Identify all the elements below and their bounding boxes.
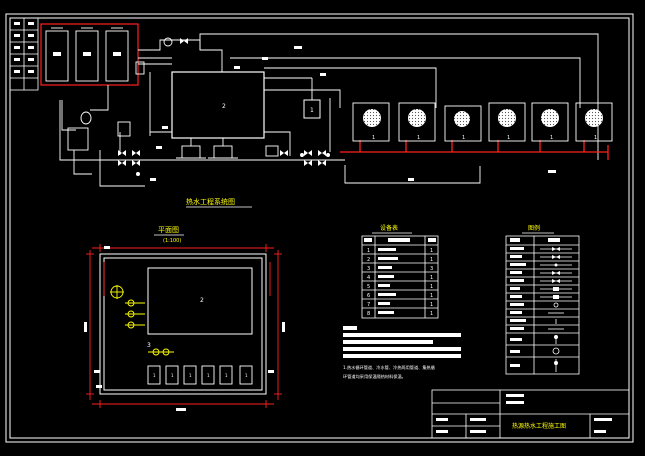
project-title: 热源热水工程施工图 [512,422,566,430]
equipment-row-number: 6 [367,293,370,299]
equipment-row-quantity: 1 [430,302,433,308]
revision-strip [9,17,39,91]
plan-unit-label-5: 1 [225,373,228,378]
collector-label-4: 1 [507,135,510,141]
collector-label-6: 1 [594,135,597,141]
collector-label-1: 1 [372,135,375,141]
plan-units [147,365,253,385]
floor-plan: 平面图 (1:100) 2 1 1 1 1 1 1 3 [84,226,285,411]
plan-scale: (1:100) [163,238,181,244]
equipment-row-quantity: 1 [430,275,433,281]
plan-unit-label-1: 1 [153,373,156,378]
equipment-row-quantity: 1 [430,284,433,290]
equipment-row-number: 8 [367,311,370,317]
collector-label-3: 1 [462,135,465,141]
hot-water-pipe [340,140,609,160]
legend-table: 图例 [505,224,580,375]
drawing-border [5,13,634,443]
equipment-row-quantity: 1 [430,293,433,299]
solar-collectors: 1 1 1 1 1 1 [352,102,613,142]
equipment-table-title: 设备表 [380,224,398,232]
legend-title: 图例 [528,224,540,232]
main-tank-label: 2 [222,103,226,110]
plan-unit-label-4: 1 [207,373,210,378]
plan-unit-label-6: 1 [245,373,248,378]
equipment-row-number: 4 [367,275,370,281]
heater-cabinet [40,23,139,86]
plan-valve-label: 3 [147,342,151,349]
equipment-row-number: 3 [367,266,370,272]
equipment-row-number: 7 [367,302,370,308]
equipment-row-number: 2 [367,257,370,263]
equipment-row-quantity: 1 [430,257,433,263]
plan-markers [84,246,285,411]
pipe-markers [150,46,556,181]
collector-label-5: 1 [550,135,553,141]
equipment-row-quantity: 3 [430,266,433,272]
notes-block: 1.热水循环管道、冷水管、冷热两用管道、集热循 环管道均采用保温隔热材料保温。 [343,326,461,380]
schematic-title: 热水工程系统图 [186,197,235,206]
equipment-row-quantity: 1 [430,248,433,254]
plan-title: 平面图 [158,226,179,234]
equipment-table: 设备表 1 1 2 1 3 3 4 1 5 1 6 1 7 [361,224,439,319]
equipment-row-quantity: 1 [430,311,433,317]
plan-tank-label: 2 [200,297,204,304]
plan-fittings [110,285,174,356]
collector-label-2: 1 [417,135,420,141]
equipment-row-number: 5 [367,284,370,290]
plan-unit-label-3: 1 [189,373,192,378]
left-equipment [67,37,173,151]
plan-tank [147,267,253,335]
equipment-row-number: 1 [367,248,370,254]
system-schematic: 2 1 [40,23,613,208]
circulation-pumps [176,138,279,159]
valves [118,38,330,176]
plan-unit-label-2: 1 [171,373,174,378]
notes-line-1: 1.热水循环管道、冷水管、冷热两用管道、集热循 [343,364,435,371]
main-tank [171,71,265,139]
dimension-lines [86,244,282,408]
title-block: 热源热水工程施工图 [431,389,630,439]
notes-line-2: 环管道均采用保温隔热材料保温。 [343,373,406,380]
aux-tank-label: 1 [310,107,314,114]
piping-network [59,33,599,187]
